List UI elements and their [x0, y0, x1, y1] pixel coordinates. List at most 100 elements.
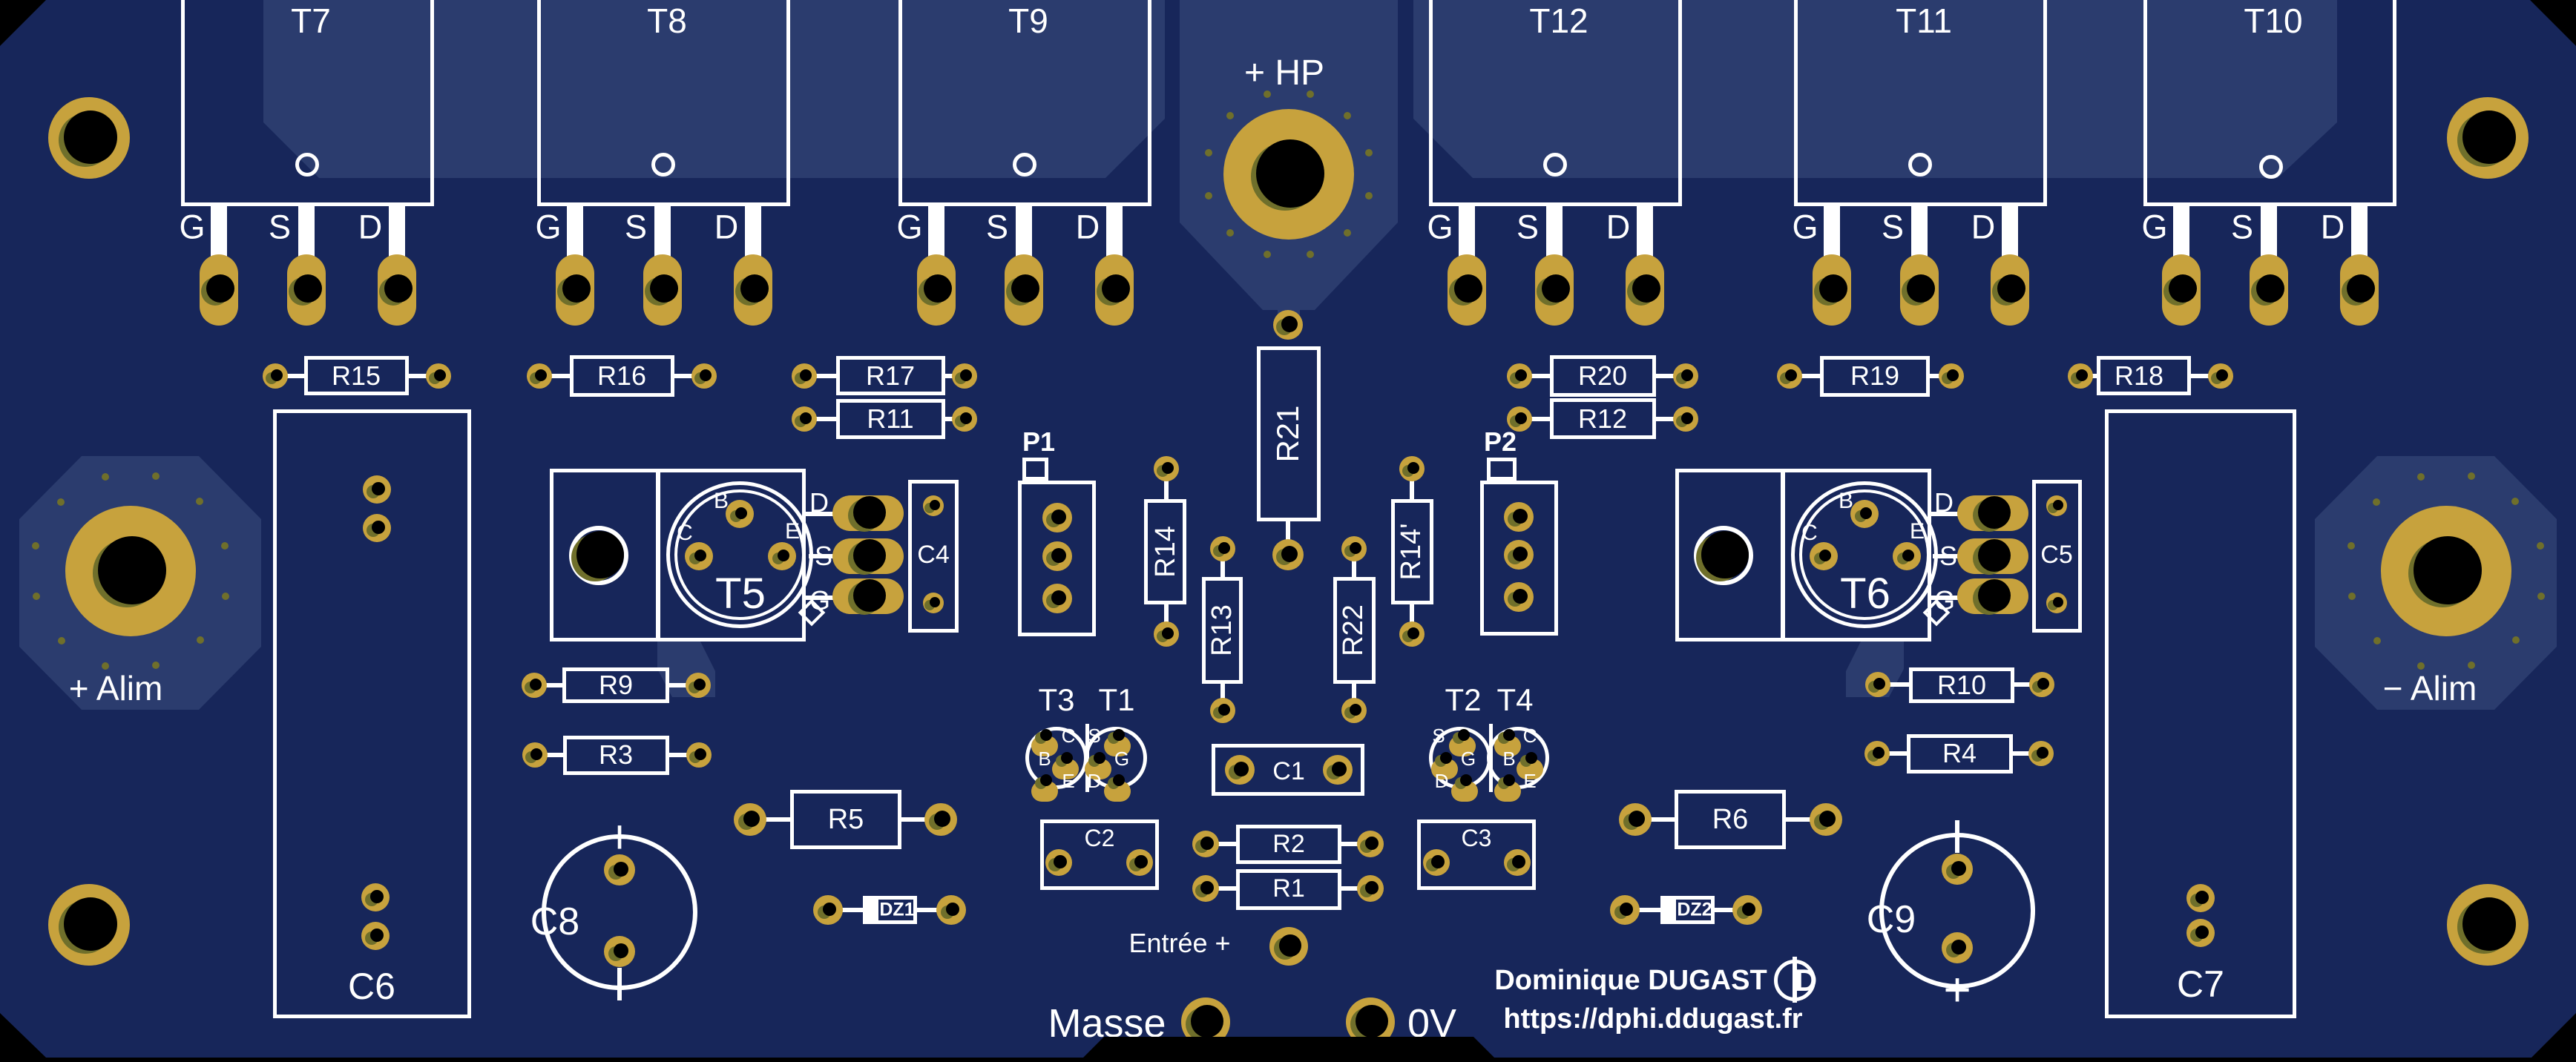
r18-pad-r-hole [2216, 369, 2228, 381]
r13-stub-b [1220, 684, 1225, 710]
t4-pad-e-hole [1503, 774, 1515, 786]
t5-pad-d [832, 495, 904, 532]
r20-stub-l [1519, 374, 1550, 378]
r16-stub-l [539, 374, 570, 378]
label-r22: R22 [1338, 604, 1369, 656]
resistor-r17-outline [836, 356, 945, 395]
hp-via-ring-dot-9 [1306, 90, 1314, 98]
label-r19: R19 [1850, 360, 1900, 391]
t3-pad-b-hole [1061, 752, 1073, 764]
r15-pad-l-hole [271, 369, 283, 381]
mount-hole-bottom-left [48, 884, 130, 966]
signature-url: https://dphi.ddugast.fr [1503, 1003, 1803, 1035]
dz2-stub-l [1625, 908, 1660, 912]
capacitor-c5-outline [2032, 480, 2082, 633]
r19-pad-r [1939, 363, 1964, 389]
t5-pin-s-label: S [814, 541, 833, 571]
r2-pad-l-hole [1200, 837, 1214, 850]
mount-hole-bottom-left-hole [64, 897, 117, 951]
transistor-t9-outline [898, 0, 1151, 206]
resistor-r2-outline [1236, 825, 1341, 864]
label-c3: C3 [1461, 825, 1492, 851]
r11-stub-l [804, 417, 836, 421]
capacitor-c2-outline [1040, 819, 1159, 890]
t1-pad-s [1104, 729, 1131, 756]
r19-pad-r-hole [1947, 369, 1959, 381]
entree-pad [1269, 927, 1308, 966]
t9-pin-d-label: D [1075, 208, 1100, 246]
c2-pad-r [1126, 849, 1153, 876]
label-t12: T12 [1529, 1, 1588, 40]
alim-minus-via-ring-dot-11 [2537, 541, 2545, 550]
hp-via-ring-dot-2 [1307, 251, 1315, 259]
r18-pad-l-hole [2076, 369, 2088, 381]
t6-pad-d [1957, 495, 2028, 532]
resistor-r19-outline [1820, 356, 1930, 397]
alim-plus-via-ring-dot-1 [196, 636, 204, 644]
r3-stub-l [535, 753, 563, 757]
r9-stub-r [669, 683, 697, 687]
r12-pad-l-hole [1515, 412, 1527, 424]
label-alim-minus: − Alim [2382, 669, 2477, 708]
t7-pad-d-hole [384, 274, 413, 303]
t11-pad-s-hole [1907, 274, 1935, 303]
alim-minus-via-ring-dot-5 [2347, 593, 2356, 601]
c6-pad-2-hole [372, 521, 385, 534]
label-t3: T3 [1038, 682, 1075, 717]
hp-via-ring-dot-7 [1226, 111, 1234, 119]
t12-pad-s [1535, 254, 1574, 326]
t6-pin-e-label: E [1909, 519, 1925, 544]
r17-pad-r-hole [960, 369, 972, 381]
masse-pad-hole [1191, 1005, 1223, 1038]
resistor-r11-outline [836, 399, 945, 439]
c8-pad-minus [604, 936, 635, 967]
t12-pad-s-hole [1542, 274, 1570, 303]
t11-pad-d [1991, 254, 2029, 326]
t11-hole-mark [1908, 153, 1932, 177]
r18-stub-r [2191, 374, 2221, 378]
hp-via-ring-dot-3 [1264, 251, 1272, 259]
t11-pad-s [1900, 254, 1939, 326]
t12-hole-mark [1543, 153, 1567, 177]
t12-pad-g-hole [1454, 274, 1482, 303]
mount-hole-top-left [48, 97, 130, 179]
alim-plus-via-ring-dot-6 [32, 542, 40, 550]
t10-pin-g-label: G [2141, 208, 2168, 246]
p1-pad-3 [1042, 584, 1072, 613]
t12-pin-s-label: S [1516, 208, 1540, 246]
p1-pad-3-hole [1051, 590, 1066, 605]
resistor-r1-outline [1236, 869, 1341, 910]
t3-pin-c-label: C [1061, 725, 1076, 747]
hp-via-ring-dot-0 [1365, 191, 1373, 199]
label-t2: T2 [1445, 682, 1482, 717]
r3-pad-r-hole [694, 748, 706, 760]
t9-pad-g [917, 254, 956, 326]
capacitor-c4-outline [908, 480, 959, 633]
t5-pad-e [768, 542, 796, 570]
t8-pad-s [643, 254, 682, 326]
capacitor-c3-outline [1417, 819, 1536, 890]
t9-pad-s-hole [1011, 274, 1039, 303]
label-c2: C2 [1084, 825, 1115, 851]
c7-pad-2-hole [2195, 926, 2209, 939]
t1-pad-s-hole [1113, 729, 1125, 741]
t8-pin-d-label: D [714, 208, 739, 246]
r1-stub-r [1341, 886, 1370, 891]
diode-dz2-outline [1672, 896, 1715, 924]
r3-pad-r [686, 742, 712, 768]
label-entree: Entrée + [1128, 928, 1231, 958]
r16-pad-l-hole [535, 369, 547, 381]
r14-pad-t [1154, 456, 1179, 481]
t6-mount-hole [1694, 526, 1753, 585]
r4-stub-r [2013, 751, 2041, 756]
t8-pad-d [734, 254, 772, 326]
t5-pad-b [726, 500, 754, 528]
alim-minus-via-ring-dot-6 [2347, 542, 2356, 550]
p2-pad-2-hole [1513, 547, 1528, 561]
resistor-r6-outline [1675, 790, 1786, 849]
resistor-r15-outline [304, 356, 409, 395]
t4-pad-e [1494, 774, 1521, 802]
capacitor-c1-outline [1212, 744, 1364, 796]
c3-pad-r-hole [1512, 855, 1525, 868]
